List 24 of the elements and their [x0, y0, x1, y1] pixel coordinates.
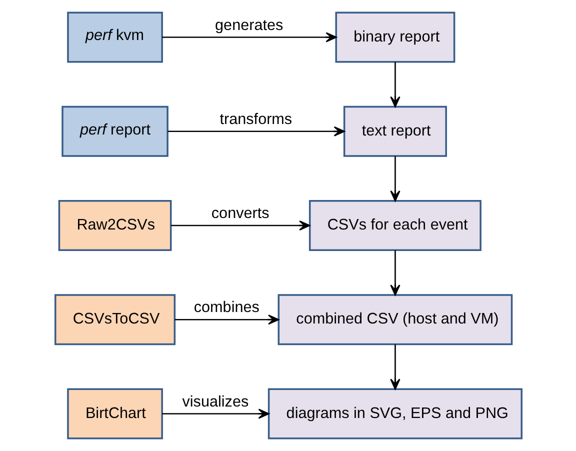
edge-label: visualizes — [182, 393, 248, 410]
node-box: CSVs for each event — [308, 200, 481, 251]
node-box: diagrams in SVG, EPS and PNG — [267, 388, 522, 440]
arrow — [167, 126, 344, 136]
arrow — [162, 32, 336, 42]
edge-label: combines — [193, 299, 259, 316]
arrow — [390, 250, 400, 296]
node-box: perf report — [61, 106, 168, 157]
node-box: BirtChart — [66, 388, 162, 440]
node-box: text report — [342, 106, 446, 157]
edge-label: transforms — [219, 110, 292, 128]
arrow — [390, 62, 400, 108]
edge-label: generates — [214, 16, 283, 34]
edge-label: converts — [210, 205, 269, 222]
node-box: perf kvm — [66, 12, 162, 63]
arrow — [170, 220, 310, 231]
node-box: Raw2CSVs — [58, 200, 172, 251]
node-box: combined CSV (host and VM) — [277, 294, 512, 346]
node-box: CSVsToCSV — [54, 294, 176, 346]
arrow — [390, 156, 400, 202]
arrow — [174, 314, 279, 325]
arrow — [390, 344, 400, 390]
node-box: binary report — [334, 12, 455, 63]
arrow — [162, 408, 269, 419]
